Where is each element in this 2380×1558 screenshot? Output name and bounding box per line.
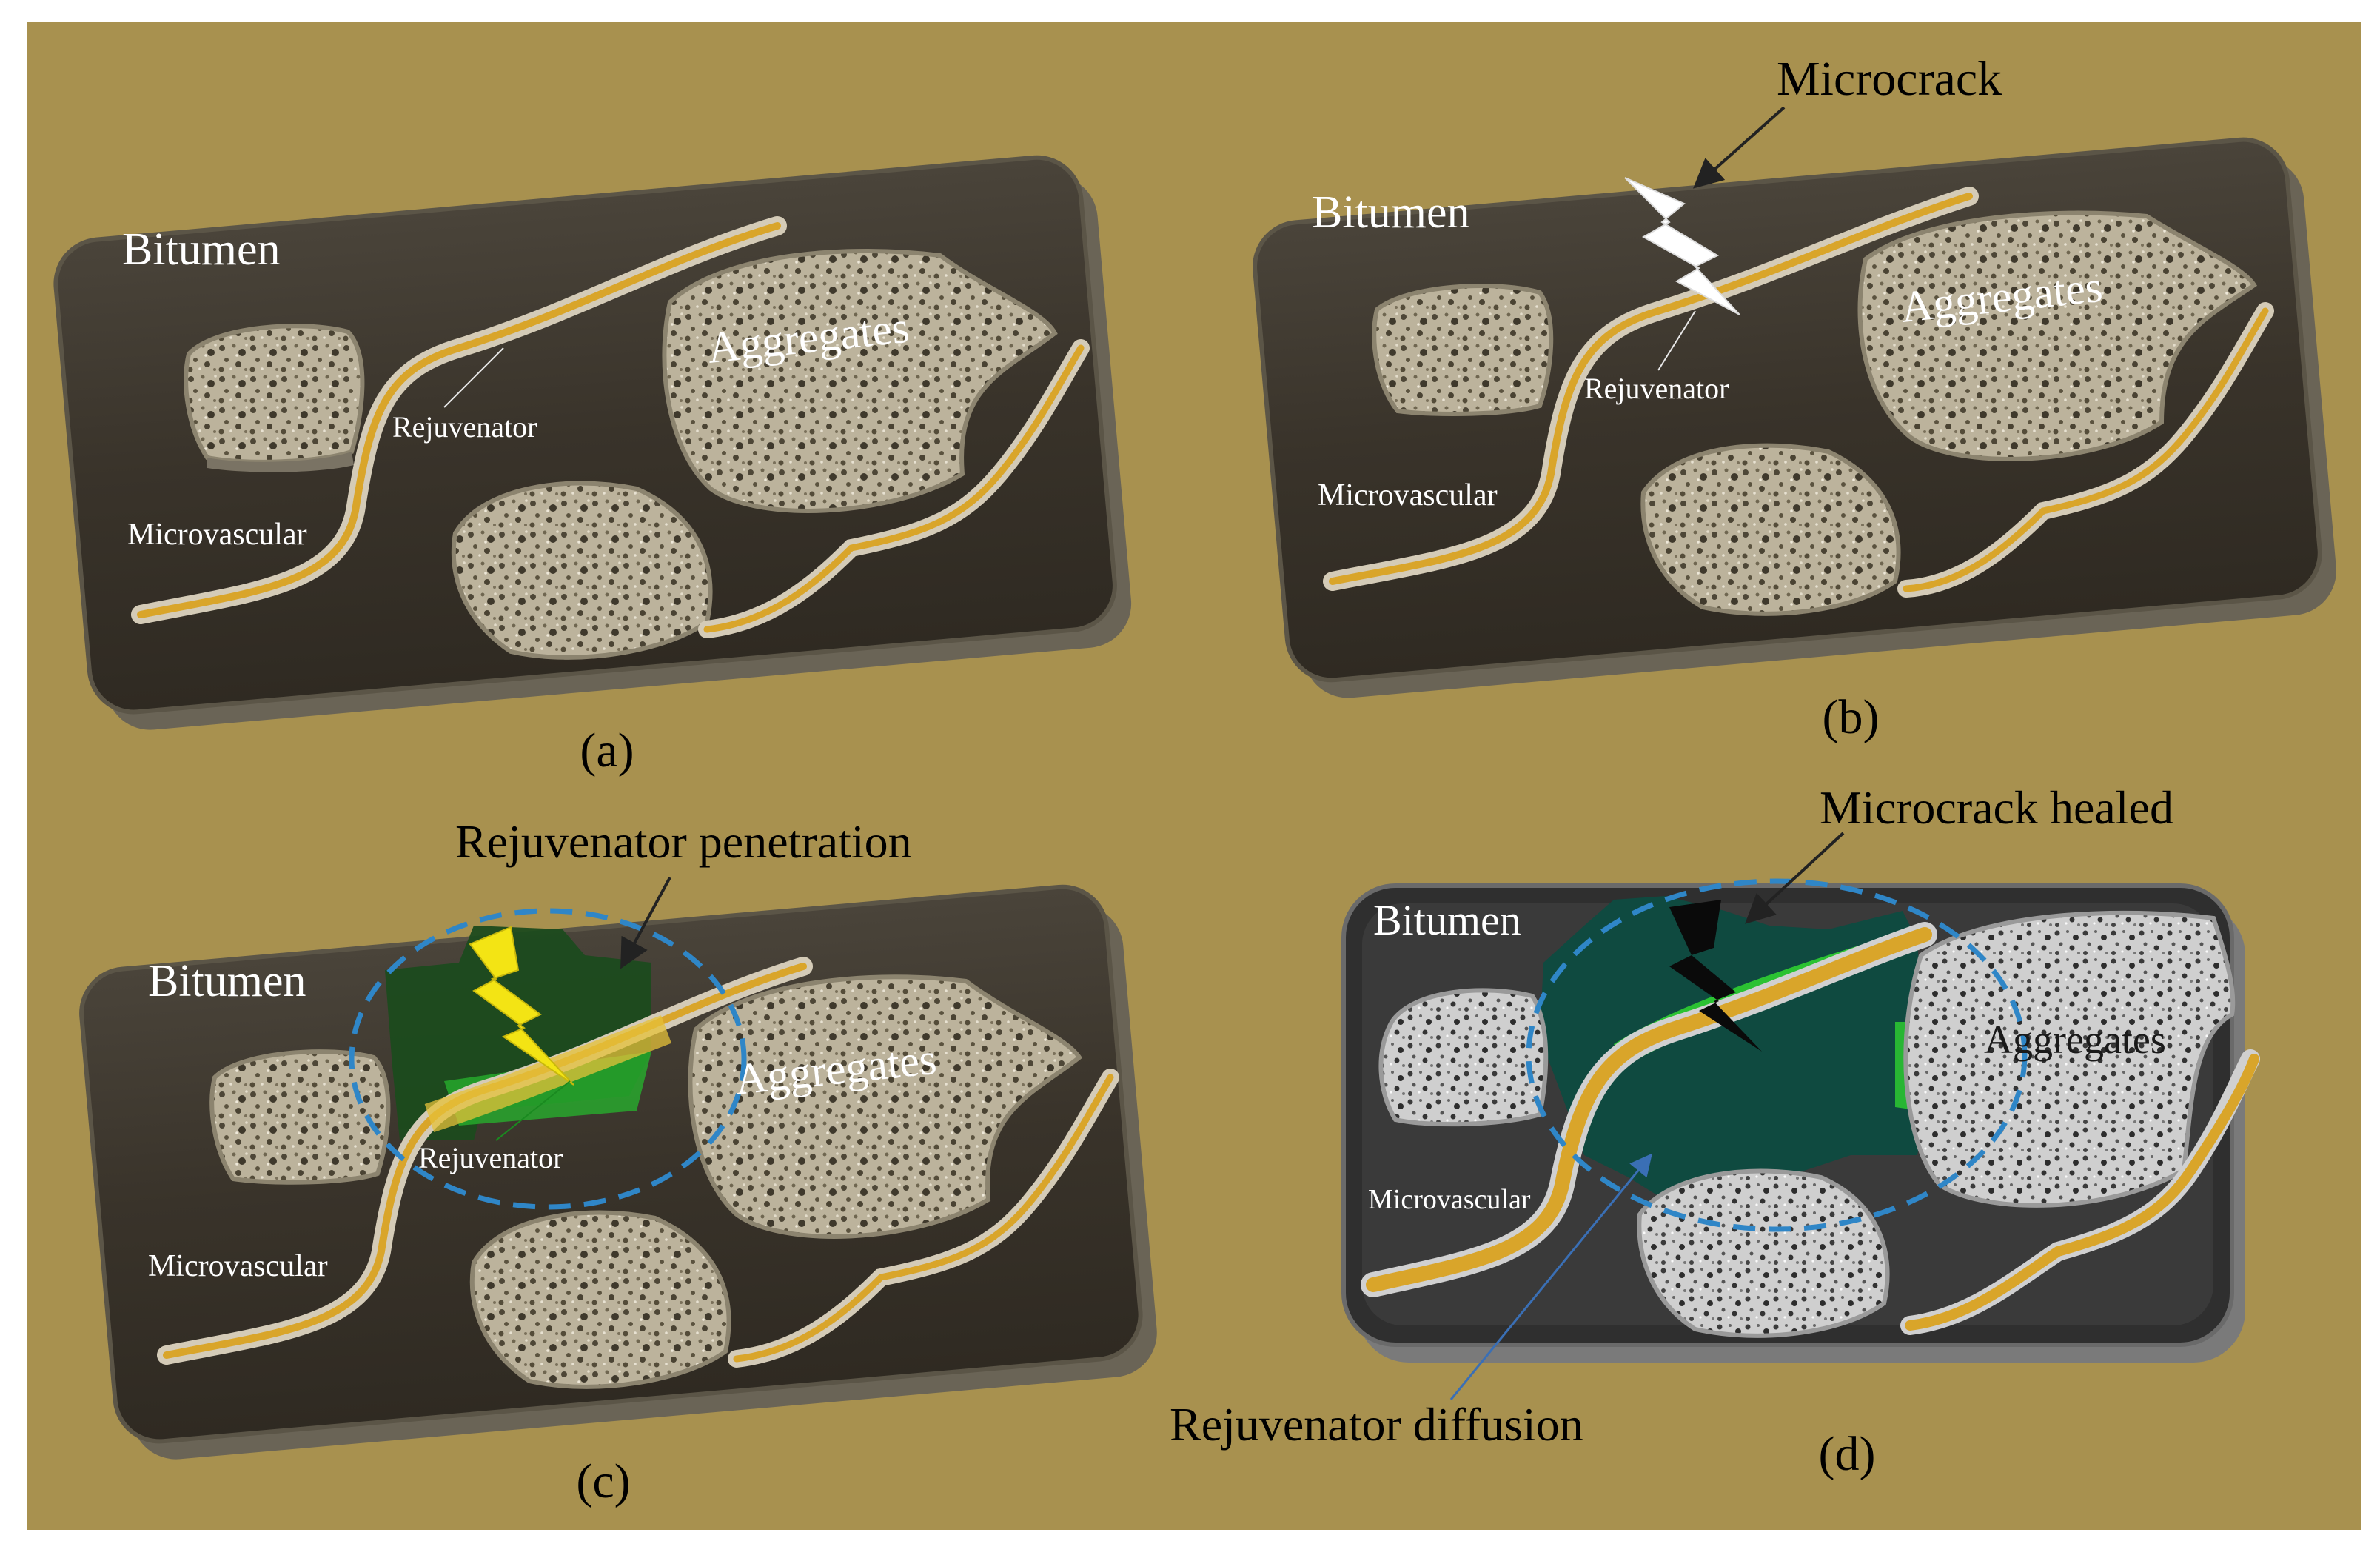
- caption-c: (c): [576, 1454, 630, 1508]
- aggregate-bottom: [1637, 1168, 1890, 1338]
- aggregate-small: [1378, 988, 1549, 1127]
- panel-d: Bitumen Aggregates Microvascular Microcr…: [1170, 781, 2260, 1481]
- aggregates-label: Aggregates: [1984, 1017, 2166, 1062]
- rejuvenator-core: [1329, 193, 1973, 585]
- callout-arrow: [620, 877, 671, 969]
- caption-a: (a): [580, 723, 634, 778]
- aggregate-large: [662, 248, 1058, 513]
- rejuvenator-label: Rejuvenator: [418, 1141, 563, 1174]
- black-lightning-bolt-icon: [1669, 900, 1762, 1052]
- aggregate-large: [688, 974, 1082, 1239]
- rejuvenator-label: Rejuvenator: [1584, 372, 1729, 405]
- rejuvenator-label: Rejuvenator: [392, 410, 537, 444]
- aggregate-small-edge: [207, 452, 354, 472]
- aggregate-large: [1903, 910, 2236, 1208]
- caption-b: (b): [1823, 690, 1880, 744]
- aggregate-bottom: [1640, 443, 1901, 616]
- rejuvenator-core: [137, 222, 781, 618]
- callout-microcrack-healed: Microcrack healed: [1820, 781, 2173, 834]
- rejuvenator-leader-line: [495, 1080, 571, 1141]
- aggregate-small: [184, 324, 365, 464]
- callout-microcrack: Microcrack: [1777, 52, 2002, 106]
- panel-c: Bitumen Aggregates Rejuvenator Microvasc…: [79, 815, 1157, 1508]
- aggregate-small: [1372, 284, 1554, 417]
- aggregate-small: [209, 1049, 391, 1185]
- bitumen-label: Bitumen: [122, 224, 281, 275]
- yellow-lightning-bolt-icon: [469, 926, 574, 1086]
- rejuvenator-core-right: [1903, 307, 2269, 592]
- rejuvenator-leader-line: [1657, 310, 1696, 371]
- dashed-highlight-circle: [1526, 878, 2028, 1232]
- bitumen-label: Bitumen: [148, 956, 306, 1006]
- aggregate-bottom: [469, 1210, 731, 1389]
- callout-rejuvenator-diffusion: Rejuvenator diffusion: [1170, 1398, 1583, 1451]
- rejuvenator-core-right: [1905, 1054, 2259, 1331]
- callout-arrow: [1745, 832, 1845, 924]
- callout-arrow: [1693, 106, 1786, 189]
- panel-a: Bitumen Aggregates Rejuvenator Microvasc…: [53, 155, 1132, 778]
- dashed-highlight-circle: [349, 908, 747, 1210]
- aggregate-large: [1857, 210, 2258, 461]
- aggregate-bottom: [451, 481, 713, 660]
- bitumen-label: Bitumen: [1373, 896, 1521, 944]
- white-lightning-bolt-icon: [1624, 177, 1740, 315]
- bitumen-label: Bitumen: [1312, 187, 1470, 238]
- microvascular-label: Microvascular: [148, 1249, 328, 1283]
- microvascular-label: Microvascular: [1318, 478, 1498, 512]
- rejuvenator-core-right: [733, 1074, 1114, 1363]
- microvascular-label: Microvascular: [1368, 1184, 1531, 1215]
- healed-region: [1540, 896, 1925, 1200]
- panel-b: Bitumen Aggregates Rejuvenator Microvasc…: [1253, 52, 2336, 744]
- rejuvenator-core-right: [703, 344, 1085, 633]
- rejuvenator-core: [163, 963, 807, 1359]
- rejuvenator-leader-line: [443, 347, 504, 408]
- caption-d: (d): [1819, 1427, 1876, 1481]
- rejuvenator-core: [1366, 927, 1932, 1292]
- microvascular-label: Microvascular: [127, 518, 307, 552]
- callout-rejuvenator-penetration: Rejuvenator penetration: [455, 815, 912, 868]
- diffusion-arrow: [1449, 1153, 1652, 1400]
